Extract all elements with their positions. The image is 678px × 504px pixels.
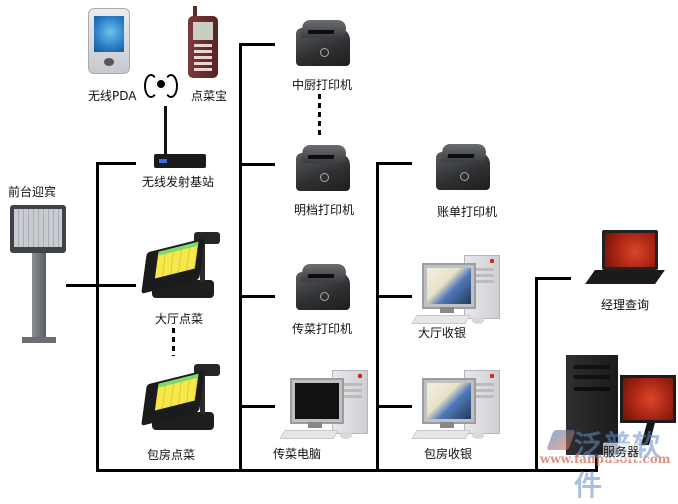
bus-bottom	[96, 469, 596, 472]
serve-pc-label: 传菜电脑	[273, 447, 322, 461]
handheld-label: 点菜宝	[191, 89, 228, 103]
handheld-terminal-icon	[188, 6, 218, 78]
link-kitchen-detail-dashed	[318, 94, 321, 138]
printer-icon	[292, 262, 354, 310]
link-kitchen-printer	[239, 43, 275, 46]
printer-icon	[432, 142, 494, 190]
printer-icon	[292, 18, 354, 66]
kiosk-icon	[10, 205, 68, 345]
link-reception	[66, 284, 136, 287]
pda-icon	[88, 8, 130, 74]
pos-terminal-icon	[138, 232, 220, 298]
bus-left-vertical	[96, 162, 99, 472]
bill-printer-label: 账单打印机	[437, 205, 498, 219]
link-room-cashier	[376, 405, 412, 408]
server-icon	[566, 355, 678, 463]
link-hall-cashier	[376, 295, 412, 298]
serve-printer-label: 传菜打印机	[292, 322, 353, 336]
link-manager	[535, 277, 571, 280]
hall-order-label: 大厅点菜	[155, 312, 204, 326]
base-station-label: 无线发射基站	[142, 175, 215, 189]
link-base-station	[96, 162, 136, 165]
bus-server-vertical	[535, 277, 538, 472]
hall-cashier-label: 大厅收银	[418, 326, 467, 340]
pos-terminal-icon	[138, 364, 220, 430]
desktop-pc-icon	[411, 370, 504, 442]
reception-label: 前台迎宾	[8, 185, 57, 199]
link-detail-printer	[239, 163, 275, 166]
bus-right-vertical	[376, 162, 379, 472]
link-serve-pc	[239, 405, 275, 408]
wireless-signal-icon	[144, 72, 178, 98]
printer-icon	[292, 143, 354, 191]
room-cashier-label: 包房收银	[424, 447, 473, 461]
desktop-pc-icon	[411, 255, 504, 327]
bus-mid-vertical	[239, 43, 242, 472]
router-icon	[150, 106, 210, 170]
link-bill-printer	[376, 162, 412, 165]
manager-label: 经理查询	[601, 298, 650, 312]
room-order-label: 包房点菜	[147, 448, 196, 462]
server-label: 服务器	[603, 443, 640, 460]
kitchen-printer-label: 中厨打印机	[292, 78, 353, 92]
link-hall-room-dashed	[172, 328, 175, 356]
detail-printer-label: 明档打印机	[294, 203, 355, 217]
desktop-pc-icon	[279, 370, 372, 442]
link-serve-printer	[239, 295, 275, 298]
pda-label: 无线PDA	[88, 89, 137, 103]
laptop-icon	[585, 230, 665, 288]
